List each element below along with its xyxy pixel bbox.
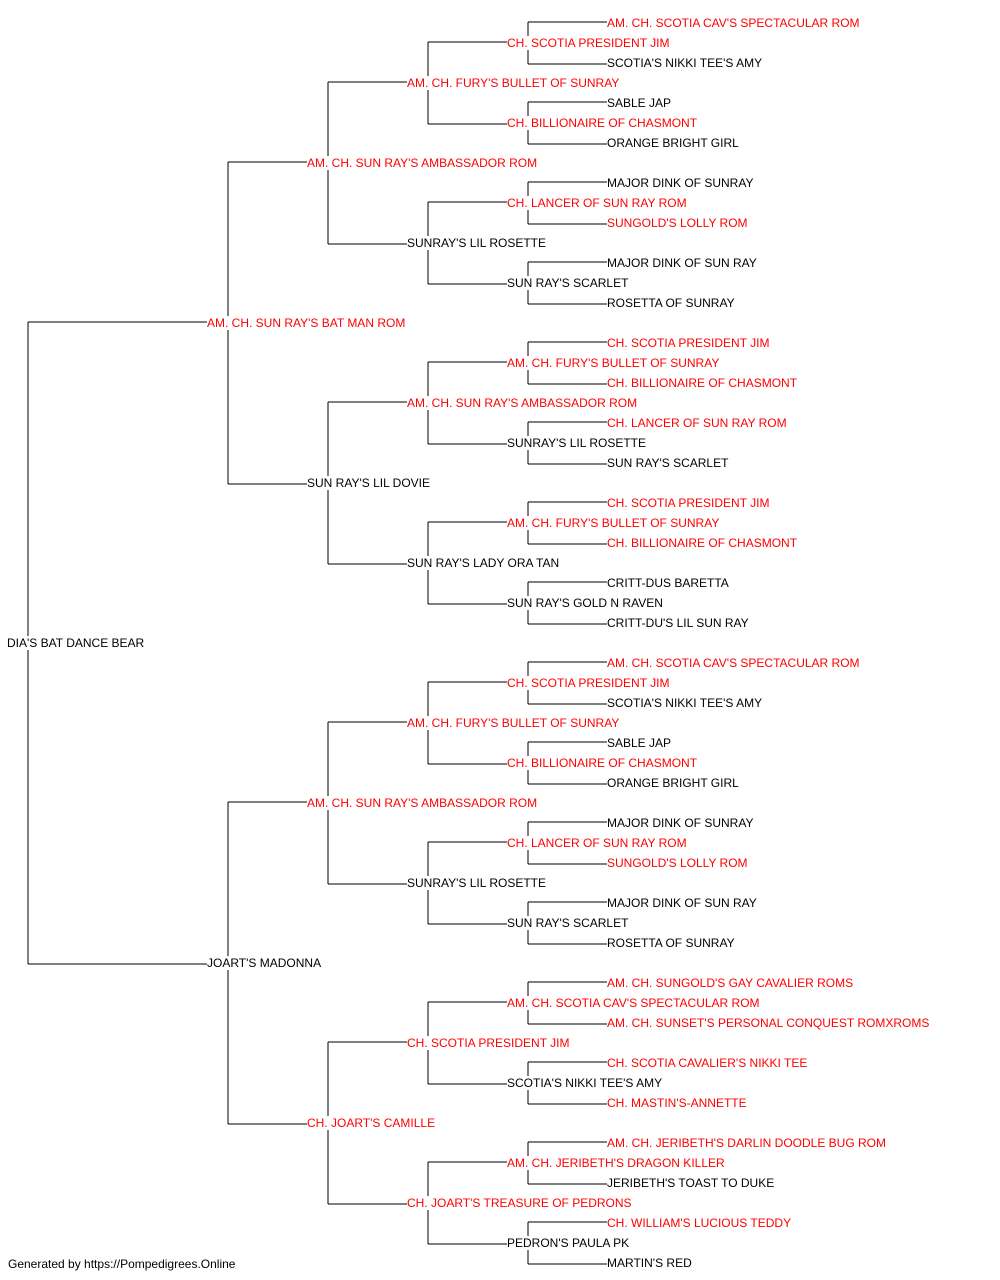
- dog-dam-sire[interactable]: AM. CH. SUN RAY'S AMBASSADOR ROM: [307, 796, 538, 810]
- dog-dam-dam-dam-dam-dam[interactable]: MARTIN'S RED: [607, 1256, 692, 1270]
- dog-dam-sire-sire-dam-sire[interactable]: SABLE JAP: [607, 736, 672, 750]
- dog-dam-sire-sire[interactable]: AM. CH. FURY'S BULLET OF SUNRAY: [407, 716, 620, 730]
- dog-dam-sire-dam-dam-dam[interactable]: ROSETTA OF SUNRAY: [607, 936, 735, 950]
- dog-dam-dam-sire-sire-dam[interactable]: AM. CH. SUNSET'S PERSONAL CONQUEST ROMXR…: [607, 1016, 930, 1030]
- dog-sire-sire-sire-sire[interactable]: CH. SCOTIA PRESIDENT JIM: [507, 36, 670, 50]
- dog-sire-dam-sire-dam-dam[interactable]: SUN RAY'S SCARLET: [607, 456, 729, 470]
- dog[interactable]: DIA'S BAT DANCE BEAR: [7, 636, 145, 650]
- dog-sire-sire-dam-dam-dam[interactable]: ROSETTA OF SUNRAY: [607, 296, 735, 310]
- dog-sire-sire[interactable]: AM. CH. SUN RAY'S AMBASSADOR ROM: [307, 156, 538, 170]
- dog-dam-sire-sire-dam[interactable]: CH. BILLIONAIRE OF CHASMONT: [507, 756, 698, 770]
- dog-sire-dam-sire-sire-dam[interactable]: CH. BILLIONAIRE OF CHASMONT: [607, 376, 798, 390]
- dog-dam-sire-sire-sire-sire[interactable]: AM. CH. SCOTIA CAV'S SPECTACULAR ROM: [607, 656, 860, 670]
- dog-sire-dam-dam-sire-dam[interactable]: CH. BILLIONAIRE OF CHASMONT: [607, 536, 798, 550]
- dog-dam-dam-sire-dam-dam[interactable]: CH. MASTIN'S-ANNETTE: [607, 1096, 747, 1110]
- dog-dam-sire-dam-sire[interactable]: CH. LANCER OF SUN RAY ROM: [507, 836, 687, 850]
- dog-sire-sire-sire-dam[interactable]: CH. BILLIONAIRE OF CHASMONT: [507, 116, 698, 130]
- dog-sire-sire-dam-dam[interactable]: SUN RAY'S SCARLET: [507, 276, 629, 290]
- dog-sire-sire-sire-dam-sire[interactable]: SABLE JAP: [607, 96, 672, 110]
- dog-dam-sire-dam[interactable]: SUNRAY'S LIL ROSETTE: [407, 876, 546, 890]
- dog-dam-dam-sire-sire-sire[interactable]: AM. CH. SUNGOLD'S GAY CAVALIER ROMS: [607, 976, 854, 990]
- dog-sire-dam-sire-sire[interactable]: AM. CH. FURY'S BULLET OF SUNRAY: [507, 356, 720, 370]
- dog-dam-dam-sire-dam-sire[interactable]: CH. SCOTIA CAVALIER'S NIKKI TEE: [607, 1056, 808, 1070]
- dog-sire-dam-dam-sire[interactable]: AM. CH. FURY'S BULLET OF SUNRAY: [507, 516, 720, 530]
- dog-dam-sire-dam-sire-sire[interactable]: MAJOR DINK OF SUNRAY: [607, 816, 754, 830]
- dog-sire-dam-dam-dam[interactable]: SUN RAY'S GOLD N RAVEN: [507, 596, 663, 610]
- dog-dam-dam-dam[interactable]: CH. JOART'S TREASURE OF PEDRONS: [407, 1196, 632, 1210]
- dog-sire-dam-dam[interactable]: SUN RAY'S LADY ORA TAN: [407, 556, 560, 570]
- dog-sire-sire-sire[interactable]: AM. CH. FURY'S BULLET OF SUNRAY: [407, 76, 620, 90]
- dog-sire-sire-dam-sire-sire[interactable]: MAJOR DINK OF SUNRAY: [607, 176, 754, 190]
- dog-sire-dam-dam-dam-sire[interactable]: CRITT-DUS BARETTA: [607, 576, 729, 590]
- dog-sire-dam-sire-sire-sire[interactable]: CH. SCOTIA PRESIDENT JIM: [607, 336, 770, 350]
- dog-dam-dam-dam-sire-sire[interactable]: AM. CH. JERIBETH'S DARLIN DOODLE BUG ROM: [607, 1136, 886, 1150]
- generated-by-footer: Generated by https://Pompedigrees.Online: [8, 1257, 236, 1271]
- dog-dam-sire-dam-dam[interactable]: SUN RAY'S SCARLET: [507, 916, 629, 930]
- dog-sire-dam-sire-dam[interactable]: SUNRAY'S LIL ROSETTE: [507, 436, 646, 450]
- dog-dam-dam[interactable]: CH. JOART'S CAMILLE: [307, 1116, 436, 1130]
- dog-sire-sire-sire-sire-dam[interactable]: SCOTIA'S NIKKI TEE'S AMY: [607, 56, 763, 70]
- dog-sire-sire-dam-sire[interactable]: CH. LANCER OF SUN RAY ROM: [507, 196, 687, 210]
- dog-sire-sire-dam-dam-sire[interactable]: MAJOR DINK OF SUN RAY: [607, 256, 757, 270]
- dog-sire-sire-sire-sire-sire[interactable]: AM. CH. SCOTIA CAV'S SPECTACULAR ROM: [607, 16, 860, 30]
- dog-sire-dam[interactable]: SUN RAY'S LIL DOVIE: [307, 476, 430, 490]
- dog-dam-sire-dam-dam-sire[interactable]: MAJOR DINK OF SUN RAY: [607, 896, 757, 910]
- dog-sire-dam-sire-dam-sire[interactable]: CH. LANCER OF SUN RAY ROM: [607, 416, 787, 430]
- dog-sire[interactable]: AM. CH. SUN RAY'S BAT MAN ROM: [207, 316, 406, 330]
- dog-sire-sire-sire-dam-dam[interactable]: ORANGE BRIGHT GIRL: [607, 136, 739, 150]
- dog-dam-dam-sire-dam[interactable]: SCOTIA'S NIKKI TEE'S AMY: [507, 1076, 663, 1090]
- dog-dam[interactable]: JOART'S MADONNA: [207, 956, 322, 970]
- dog-dam-dam-dam-sire[interactable]: AM. CH. JERIBETH'S DRAGON KILLER: [507, 1156, 725, 1170]
- dog-dam-sire-sire-dam-dam[interactable]: ORANGE BRIGHT GIRL: [607, 776, 739, 790]
- dog-dam-dam-sire[interactable]: CH. SCOTIA PRESIDENT JIM: [407, 1036, 570, 1050]
- dog-dam-sire-sire-sire[interactable]: CH. SCOTIA PRESIDENT JIM: [507, 676, 670, 690]
- dog-dam-dam-dam-dam-sire[interactable]: CH. WILLIAM'S LUCIOUS TEDDY: [607, 1216, 792, 1230]
- dog-dam-sire-dam-sire-dam[interactable]: SUNGOLD'S LOLLY ROM: [607, 856, 748, 870]
- dog-sire-dam-dam-sire-sire[interactable]: CH. SCOTIA PRESIDENT JIM: [607, 496, 770, 510]
- dog-sire-dam-sire[interactable]: AM. CH. SUN RAY'S AMBASSADOR ROM: [407, 396, 638, 410]
- dog-sire-sire-dam-sire-dam[interactable]: SUNGOLD'S LOLLY ROM: [607, 216, 748, 230]
- dog-dam-sire-sire-sire-dam[interactable]: SCOTIA'S NIKKI TEE'S AMY: [607, 696, 763, 710]
- dog-dam-dam-dam-dam[interactable]: PEDRON'S PAULA PK: [507, 1236, 630, 1250]
- dog-sire-sire-dam[interactable]: SUNRAY'S LIL ROSETTE: [407, 236, 546, 250]
- dog-sire-dam-dam-dam-dam[interactable]: CRITT-DU'S LIL SUN RAY: [607, 616, 749, 630]
- dog-dam-dam-dam-sire-dam[interactable]: JERIBETH'S TOAST TO DUKE: [607, 1176, 775, 1190]
- dog-dam-dam-sire-sire[interactable]: AM. CH. SCOTIA CAV'S SPECTACULAR ROM: [507, 996, 760, 1010]
